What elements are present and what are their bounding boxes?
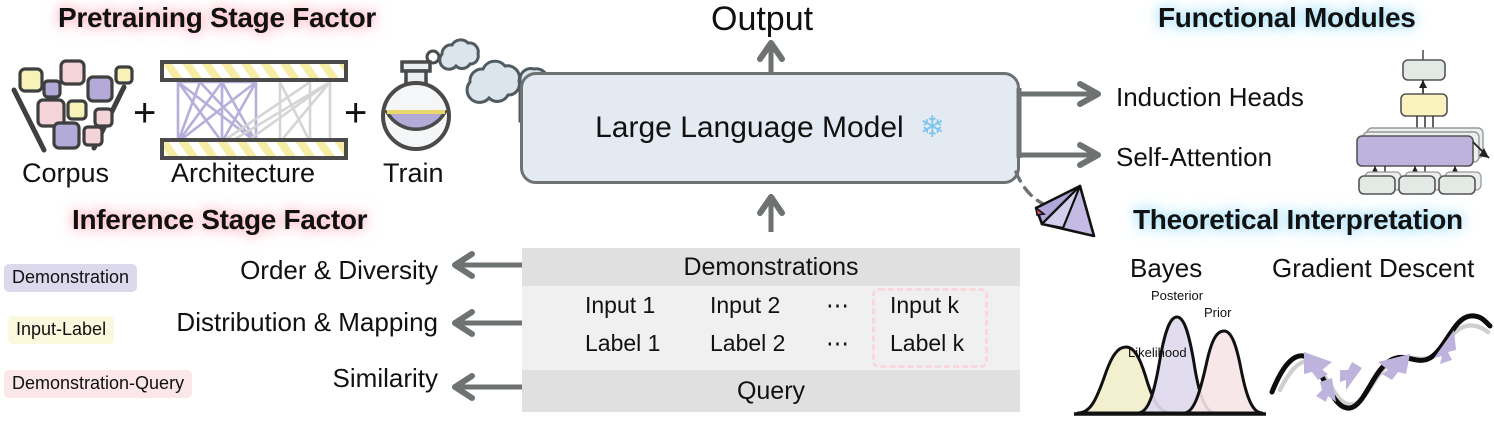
pill-demonstration-query-label: Demonstration-Query: [4, 370, 193, 398]
cell-input-k: Input k: [890, 292, 960, 318]
cell-input-2: Input 2: [710, 292, 781, 318]
bayes-title: Bayes: [1130, 253, 1203, 283]
plus-operator-2: +: [344, 91, 368, 135]
arrow-left-similarity: [446, 372, 530, 402]
pill-demonstration-query: Demonstration-Query: [4, 370, 193, 398]
flask-icon: [375, 48, 460, 156]
factor-similarity: Similarity: [332, 363, 438, 393]
cell-label-2: Label 2: [710, 330, 786, 356]
snowflake-icon: ❄: [919, 111, 945, 144]
functional-modules-heading: Functional Modules: [1158, 2, 1416, 33]
llm-box[interactable]: Large Language Model ❄: [520, 72, 1020, 184]
bayes-curves-icon: [1060, 283, 1266, 422]
pretraining-stage-heading: Pretraining Stage Factor: [58, 2, 376, 33]
arrow-prompt-up: [756, 192, 786, 232]
architecture-label: Architecture: [171, 158, 316, 188]
pill-input-label: Input-Label: [8, 316, 115, 344]
arrow-left-order: [446, 250, 530, 280]
bayes-label-likelihood: Likelihood: [1128, 345, 1187, 360]
query-row: Query: [522, 370, 1020, 412]
last-demonstration-highlight: [872, 288, 988, 368]
bayes-label-posterior: Posterior: [1151, 288, 1204, 303]
bayes-label-prior: Prior: [1204, 305, 1232, 320]
gradient-descent-icon: [1269, 292, 1494, 418]
cell-input-ellipsis: ⋯: [826, 292, 849, 318]
cell-label-ellipsis: ⋯: [826, 330, 849, 356]
pill-demonstration: Demonstration: [4, 264, 138, 292]
query-label: Query: [736, 376, 806, 405]
module-arrow-spine: [1014, 88, 1024, 158]
module-induction-heads-label: Induction Heads: [1116, 82, 1304, 112]
module-self-attention-label: Self-Attention: [1116, 142, 1273, 172]
arrow-left-distribution: [446, 308, 530, 338]
corpus-icon: [6, 55, 146, 175]
demonstrations-header: Demonstrations: [522, 248, 1020, 286]
gradient-descent-title: Gradient Descent: [1272, 253, 1475, 283]
pill-input-label-label: Input-Label: [8, 316, 115, 344]
factor-order-diversity: Order & Diversity: [240, 255, 438, 285]
arrow-induction-heads: [1018, 81, 1106, 107]
plus-operator-1: +: [133, 91, 157, 135]
factor-distribution-mapping: Distribution & Mapping: [176, 307, 438, 337]
pill-demonstration-label: Demonstration: [4, 264, 138, 292]
corpus-label: Corpus: [22, 158, 110, 188]
cell-label-1: Label 1: [585, 330, 661, 356]
theoretical-interpretation-heading: Theoretical Interpretation: [1133, 204, 1463, 235]
paper-plane-icon: [1032, 184, 1100, 246]
train-label: Train: [383, 158, 444, 188]
output-label: Output: [711, 0, 814, 38]
llm-label: Large Language Model: [595, 111, 904, 144]
inference-stage-heading: Inference Stage Factor: [72, 204, 368, 235]
cell-input-1: Input 1: [585, 292, 656, 318]
transformer-stack-icon: [1345, 50, 1494, 195]
cell-label-k: Label k: [890, 330, 965, 356]
architecture-icon: [160, 60, 348, 162]
arrow-output-up: [756, 38, 786, 74]
arrow-self-attention: [1018, 142, 1106, 168]
demonstrations-label: Demonstrations: [683, 252, 859, 281]
demonstrations-body: [522, 286, 1020, 370]
